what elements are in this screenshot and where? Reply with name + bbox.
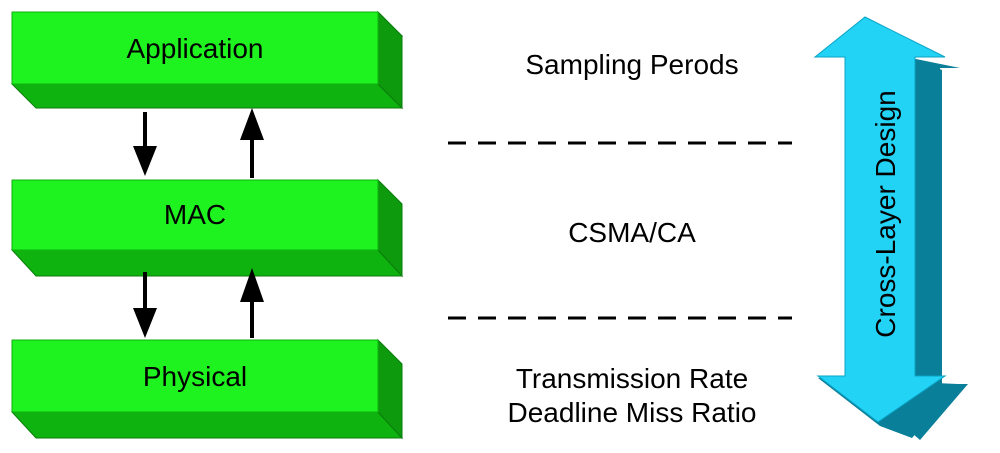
layer-block-application-front-face xyxy=(11,11,379,85)
arrow-down-icon xyxy=(133,272,157,338)
layer-block-mac: MAC xyxy=(10,178,404,278)
layer-block-physical-front-face xyxy=(11,339,379,413)
layer-block-mac-bottom-face xyxy=(10,249,404,277)
layer-label-application: Application xyxy=(127,33,264,64)
cross-layer-arrow-shadow-shaft xyxy=(912,58,942,388)
layer-label-physical: Physical xyxy=(143,361,247,392)
double-headed-arrow-icon: Cross-Layer Design xyxy=(813,16,968,440)
arrow-up-icon xyxy=(240,108,264,178)
arrow-up-icon xyxy=(240,268,264,338)
param-label-mac: CSMA/CA xyxy=(568,217,696,248)
cross-layer-arrow-outline xyxy=(813,16,947,423)
param-label-application: Sampling Perods xyxy=(525,49,738,80)
arrow-down-icon xyxy=(133,112,157,176)
cross-layer-arrow-front xyxy=(815,17,945,422)
layer-block-application-bottom-face xyxy=(10,83,404,109)
param-label-physical-line1: Transmission Rate xyxy=(516,363,748,394)
param-label-physical-line2: Deadline Miss Ratio xyxy=(508,397,757,428)
layer-label-mac: MAC xyxy=(164,199,226,230)
layer-block-physical: Physical xyxy=(10,338,404,440)
layer-block-physical-bottom-face xyxy=(10,411,404,439)
layer-block-mac-front-face xyxy=(11,179,379,251)
cross-layer-label: Cross-Layer Design xyxy=(870,90,901,337)
layer-block-application: Application xyxy=(10,10,404,110)
